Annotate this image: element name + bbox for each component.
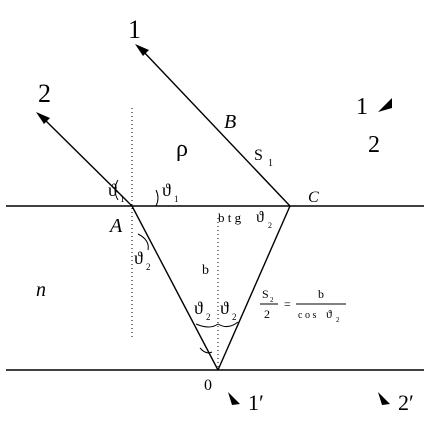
s1-subscript: 1	[268, 158, 273, 169]
theta2-O-left-label: ϑ	[194, 298, 203, 318]
arrow-ray-1-icon	[135, 44, 149, 56]
legend-1-label: 1	[356, 94, 368, 120]
point-C-label: C	[308, 189, 319, 206]
theta2-A-label: ϑ	[134, 248, 143, 268]
legend-2-label: 2	[368, 132, 380, 158]
ray-2-label: 2	[38, 79, 51, 108]
arrow-out-1-icon	[228, 392, 240, 405]
arrow-legend-icon	[378, 98, 392, 112]
incident-ray-1	[141, 49, 291, 207]
formula-rhs-subscript: 2	[336, 316, 340, 324]
formula-s2-den: 2	[264, 307, 270, 321]
formula-rhs-num: b	[318, 287, 324, 301]
btg-theta-subscript: 2	[268, 221, 272, 230]
btg-theta-label: ϑ	[256, 209, 264, 226]
incident-ray-2	[42, 117, 133, 207]
point-A-label: A	[108, 215, 123, 237]
theta1-right-subscript: 1	[174, 194, 179, 204]
ray-1-label: 1	[128, 15, 141, 44]
formula-equals: =	[284, 297, 291, 311]
angle-arc-theta2-right-O	[217, 321, 239, 328]
theta2-O-left-subscript: 2	[206, 312, 211, 322]
angle-mark-O	[199, 347, 213, 354]
formula-s2-num-subscript: 2	[270, 296, 274, 304]
arrow-ray-2-icon	[36, 112, 50, 124]
rho-label: ρ	[176, 136, 188, 162]
b-label: b	[202, 263, 209, 278]
formula-rhs-den: c o s	[298, 310, 316, 321]
angle-arc-theta2-left-O	[195, 323, 219, 328]
theta2-O-right-subscript: 2	[232, 312, 237, 322]
theta1-left-subscript: 1	[120, 194, 125, 204]
out-ray-1-label: 1′	[248, 390, 264, 415]
formula-rhs-theta: ϑ	[326, 307, 332, 321]
formula-s2-num: S	[262, 287, 269, 301]
out-ray-2-label: 2′	[398, 390, 414, 415]
angle-arc-theta1-top	[155, 189, 159, 207]
theta2-O-right-label: ϑ	[220, 298, 229, 318]
point-O-label: 0	[204, 377, 212, 394]
theta1-left-label: ϑ	[108, 180, 117, 200]
n-label: n	[36, 279, 46, 301]
point-B-label: B	[224, 111, 236, 133]
refracted-ray-A-O	[131, 205, 219, 371]
angle-arc-theta2-A	[137, 233, 149, 251]
arrow-out-2-icon	[378, 392, 390, 405]
s1-label: S	[254, 147, 263, 164]
angle-arc-theta1-incidence	[114, 179, 119, 201]
theta1-right-label: ϑ	[162, 180, 171, 200]
refracted-ray-O-C	[217, 205, 291, 371]
btg-label: b t g	[218, 210, 242, 225]
theta2-A-subscript: 2	[146, 262, 151, 272]
